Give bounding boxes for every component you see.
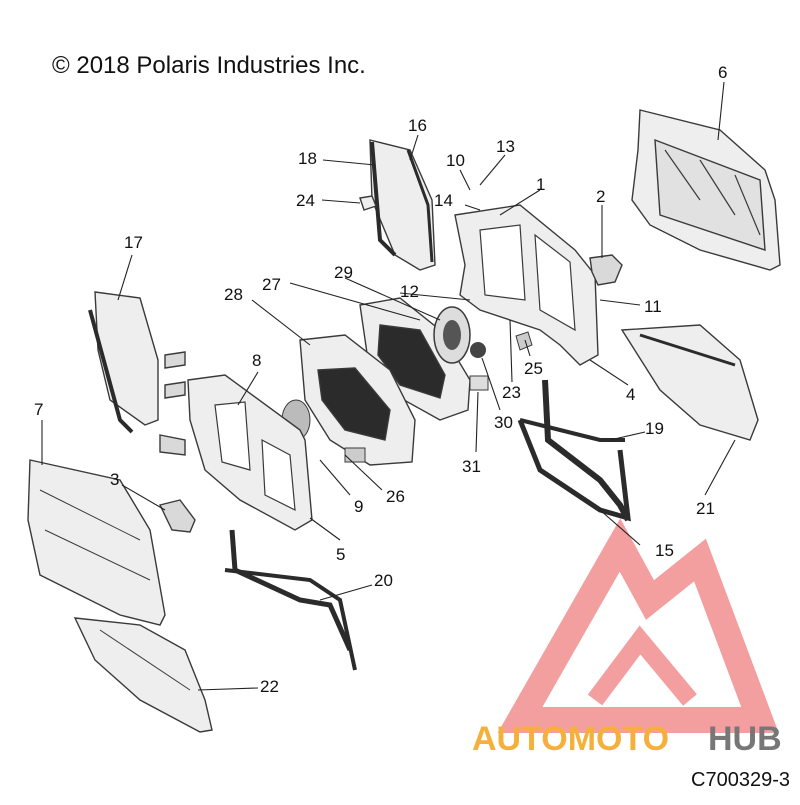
callout-20: 20 xyxy=(374,571,393,590)
callout-18: 18 xyxy=(298,149,317,168)
callout-12: 12 xyxy=(400,282,419,301)
callout-labels: 1 2 3 4 5 6 7 8 9 10 11 12 13 14 15 16 1… xyxy=(34,63,727,696)
part-19-tube-frame xyxy=(519,379,631,522)
copyright-notice: © 2018 Polaris Industries Inc. xyxy=(52,52,366,79)
callout-15: 15 xyxy=(655,541,674,560)
callout-4: 4 xyxy=(626,385,635,404)
callout-11: 11 xyxy=(644,297,662,316)
part-29-speaker xyxy=(433,306,471,364)
part-hinge-hardware xyxy=(159,351,186,456)
part-5-lower-door-frame xyxy=(187,374,313,531)
callout-28: 28 xyxy=(224,285,243,304)
part-3-latch xyxy=(158,499,196,533)
callout-26: 26 xyxy=(386,487,405,506)
part-16-window-track xyxy=(369,139,436,271)
callout-10: 10 xyxy=(446,151,465,170)
callout-8: 8 xyxy=(252,351,261,370)
part-20-tube-frame xyxy=(224,529,357,671)
part-17-trim-panel xyxy=(88,291,159,434)
callout-2: 2 xyxy=(596,187,605,206)
callout-19: 19 xyxy=(645,419,664,438)
callout-5: 5 xyxy=(336,545,345,564)
part-6-door-outer-panel xyxy=(631,109,781,271)
logo-triangle xyxy=(497,518,779,733)
part-21-trim-panel xyxy=(620,324,759,441)
callout-1: 1 xyxy=(536,175,545,194)
part-2-latch xyxy=(589,254,623,286)
callout-9: 9 xyxy=(354,497,363,516)
part-1-door-frame xyxy=(454,204,599,366)
part-31-module xyxy=(469,375,489,391)
callout-27: 27 xyxy=(262,275,281,294)
watermark-word-hub: HUB xyxy=(708,720,782,758)
leader-lines xyxy=(41,81,736,691)
callout-22: 22 xyxy=(260,677,279,696)
watermark-word-auto-moto: AUTOMOTO xyxy=(472,720,669,758)
callout-31: 31 xyxy=(462,457,481,476)
part-30-motor xyxy=(470,342,486,358)
callout-23: 23 xyxy=(502,383,521,402)
callout-14: 14 xyxy=(434,191,453,210)
part-25-bracket xyxy=(515,331,533,351)
callout-25: 25 xyxy=(524,359,543,378)
part-7-outer-door-panel xyxy=(27,459,166,626)
callout-16: 16 xyxy=(408,116,427,135)
logo-inner-shape xyxy=(587,625,697,706)
diagram-code: C700329-3 xyxy=(691,769,790,791)
part-28-inner-door-panel xyxy=(299,334,416,466)
callout-3: 3 xyxy=(110,470,119,489)
callout-29: 29 xyxy=(334,263,353,282)
callout-17: 17 xyxy=(124,233,143,252)
part-24-clip xyxy=(359,195,377,211)
callout-13: 13 xyxy=(496,137,515,156)
callout-24: 24 xyxy=(296,191,315,210)
automotohub-logo xyxy=(497,518,779,733)
callout-30: 30 xyxy=(494,413,513,432)
callout-6: 6 xyxy=(718,63,727,82)
callout-21: 21 xyxy=(696,499,715,518)
part-22-lower-panel xyxy=(73,617,213,733)
callout-7: 7 xyxy=(34,400,43,419)
